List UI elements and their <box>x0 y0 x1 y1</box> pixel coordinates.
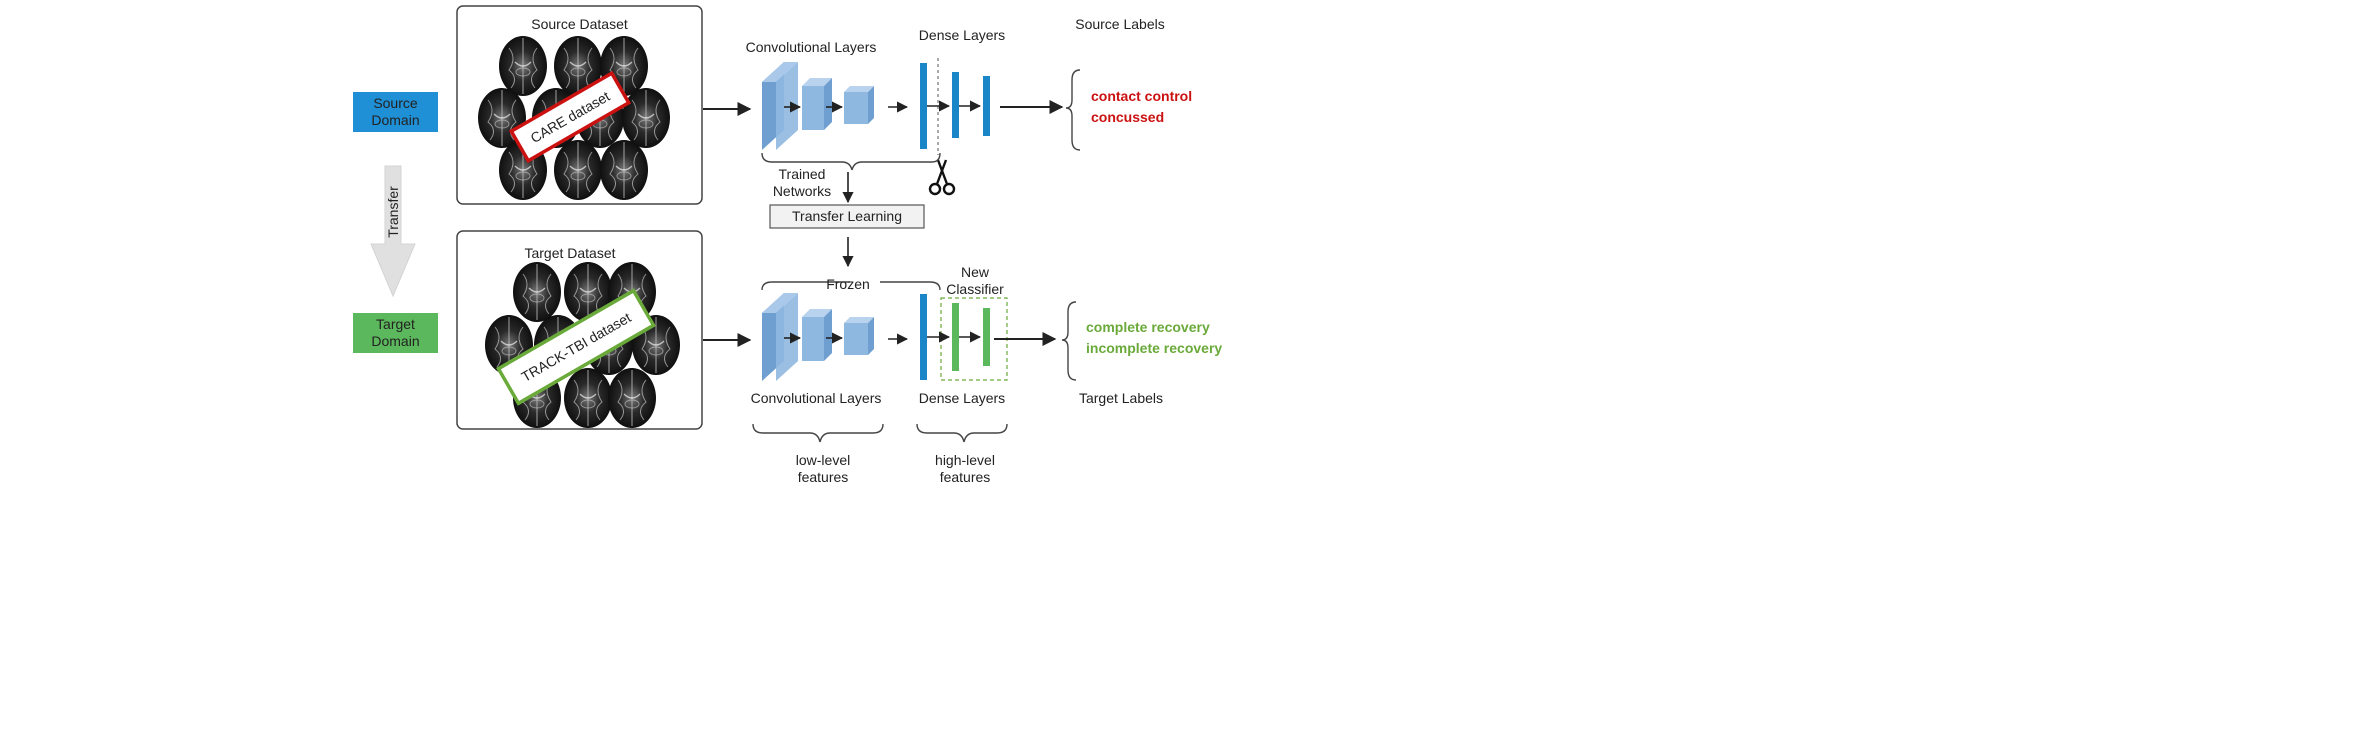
bottom-dense-layer-2 <box>952 303 959 371</box>
top-dense-layer-1 <box>920 63 927 149</box>
source-dataset-panel: Source Dataset CARE dataset <box>456 5 703 205</box>
source-label-1: concussed <box>1091 109 1164 125</box>
top-dense-layer-2 <box>952 72 959 138</box>
source-pipeline: Convolutional Layers Dense Layers Source… <box>703 16 1192 155</box>
scissors-icon <box>928 159 956 196</box>
bottom-dense-layers-label: Dense Layers <box>919 390 1005 406</box>
trained-networks-brace <box>761 152 941 171</box>
transfer-learning-label: Transfer Learning <box>792 208 902 224</box>
source-label-0: contact control <box>1091 88 1192 104</box>
top-conv-block-1 <box>762 62 798 150</box>
source-labels-title: Source Labels <box>1075 16 1165 32</box>
top-conv-block-3 <box>844 86 874 124</box>
target-dataset-panel: Target Dataset TRACK-TBI dataset <box>456 230 703 430</box>
source-labels-brace <box>1065 69 1081 151</box>
high-level-brace <box>916 423 1008 443</box>
transfer-learning-box <box>769 204 925 229</box>
bottom-dense-layer-3 <box>983 308 990 366</box>
target-labels-title: Target Labels <box>1079 390 1163 406</box>
transfer-arrow: Transfer <box>370 165 416 298</box>
source-dataset-title: Source Dataset <box>531 16 628 32</box>
top-conv-layers-label: Convolutional Layers <box>746 39 877 55</box>
frozen-label: Frozen <box>826 276 870 292</box>
bottom-conv-block-1 <box>762 293 798 381</box>
target-label-0: complete recovery <box>1086 319 1210 335</box>
bottom-conv-block-2 <box>802 309 832 361</box>
transfer-label: Transfer <box>385 186 401 238</box>
top-conv-block-2 <box>802 78 832 130</box>
frozen-brace <box>761 281 941 291</box>
low-level-brace <box>752 423 884 443</box>
bottom-conv-block-3 <box>844 317 874 355</box>
top-dense-layer-3 <box>983 76 990 136</box>
target-label-1: incomplete recovery <box>1086 340 1222 356</box>
top-dense-layers-label: Dense Layers <box>919 27 1005 43</box>
bottom-conv-layers-label: Convolutional Layers <box>751 390 882 406</box>
target-dataset-title: Target Dataset <box>524 245 615 261</box>
bottom-dense-layer-1 <box>920 294 927 380</box>
target-labels-brace <box>1061 301 1077 381</box>
